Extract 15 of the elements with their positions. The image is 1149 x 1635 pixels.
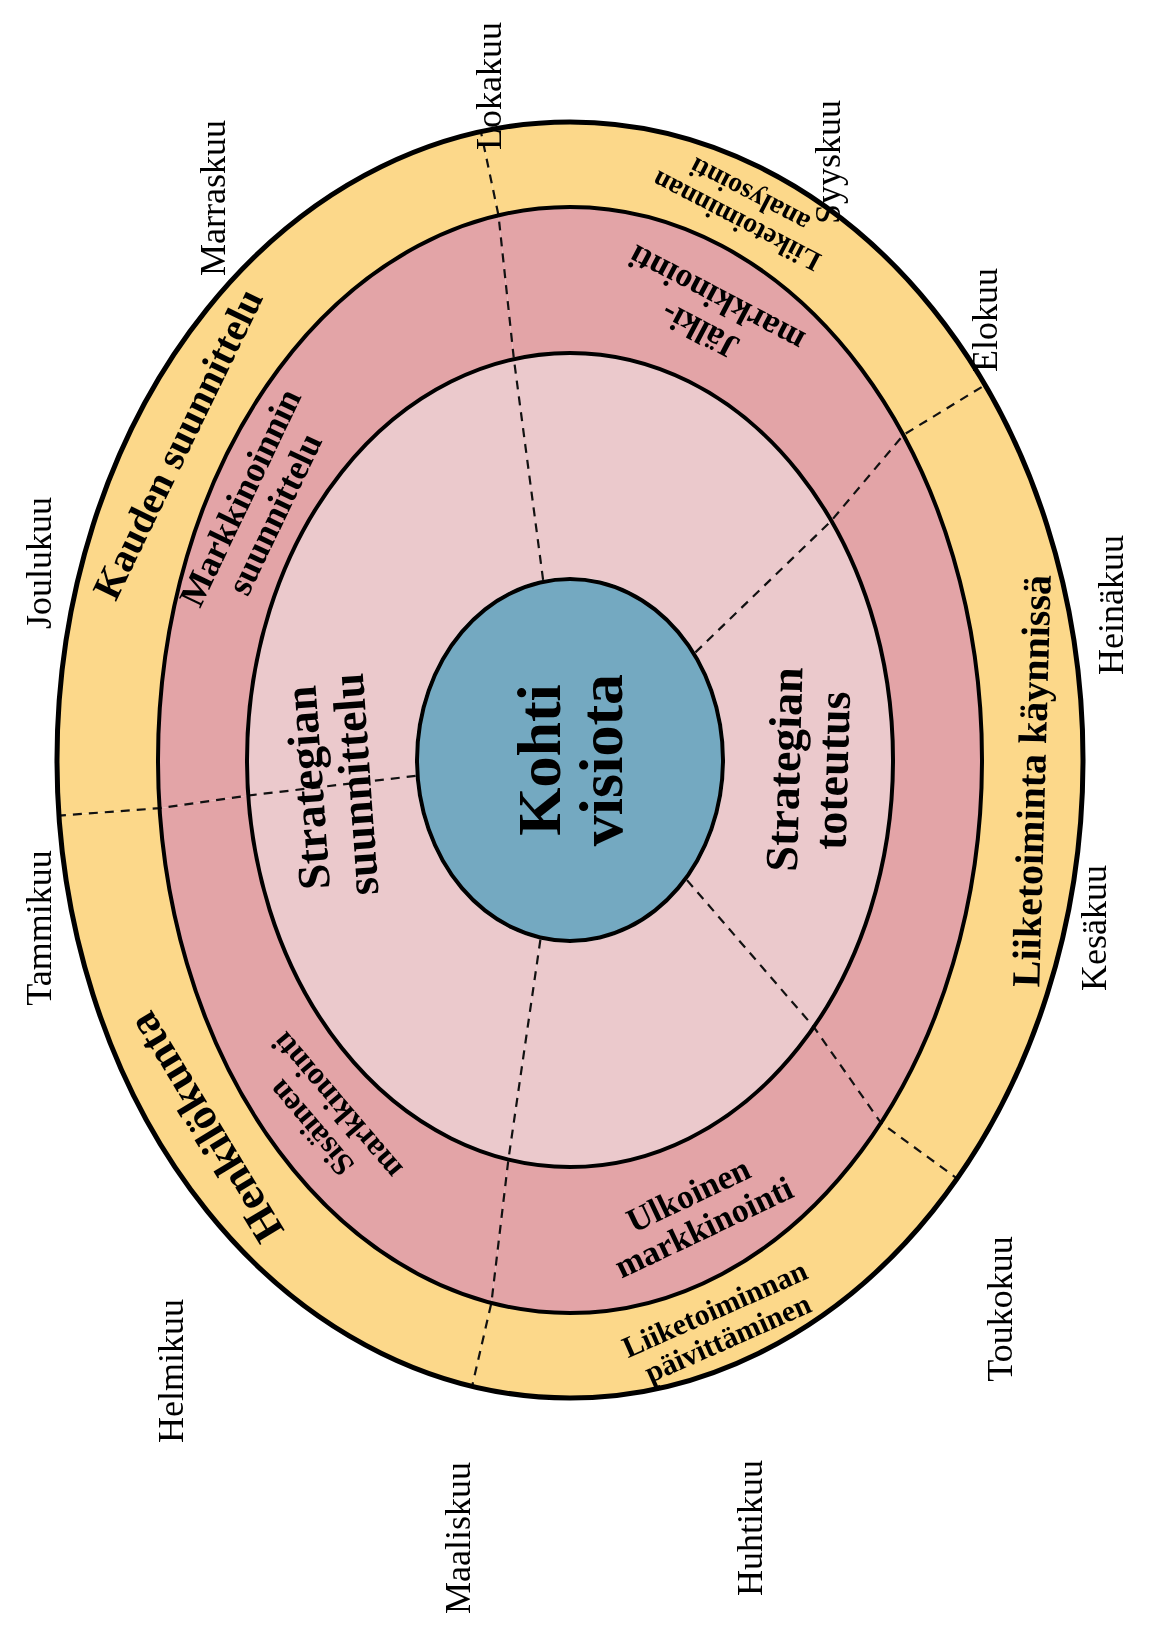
month-label: Kesäkuu — [1076, 865, 1114, 991]
month-label: Huhtikuu — [732, 1460, 770, 1596]
month-label: Heinäkuu — [1093, 535, 1131, 675]
segment-label: Strategian toteutus — [756, 665, 862, 875]
month-label: Toukokuu — [982, 1236, 1020, 1382]
month-label: Helmikuu — [153, 1299, 191, 1443]
segment-label: Liiketoiminta käynnissä — [1005, 574, 1059, 988]
month-label: Tammikuu — [21, 850, 59, 1006]
month-label: Marraskuu — [195, 120, 233, 276]
month-label: Maaliskuu — [440, 1462, 478, 1614]
month-label: Elokuu — [967, 268, 1005, 372]
month-label: Lokakuu — [471, 22, 509, 150]
segment-label: Strategian suunnittelu — [273, 670, 390, 899]
ring-segment — [880, 385, 1083, 1179]
month-label: Joulukuu — [21, 497, 59, 629]
